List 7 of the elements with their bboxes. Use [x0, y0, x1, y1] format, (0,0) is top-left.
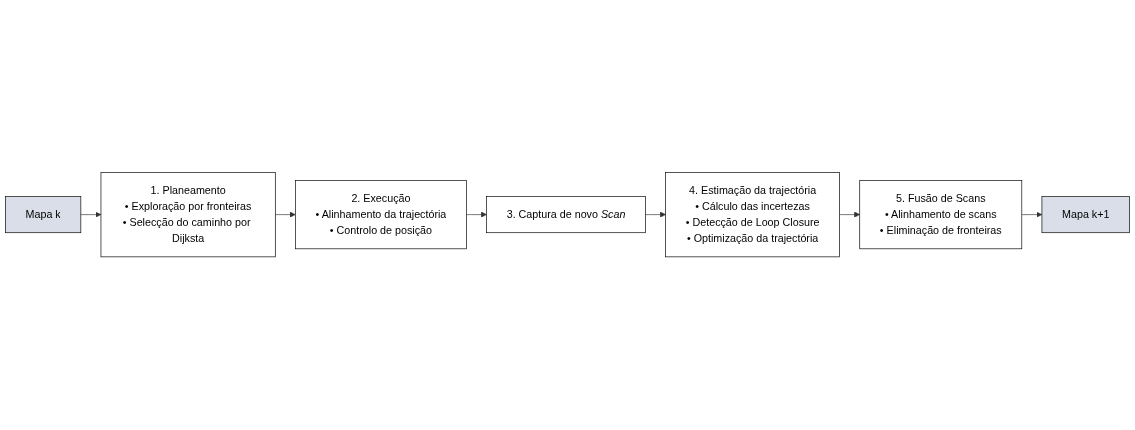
node-box: 1. Planeamento • Exploração por fronteiras • Selecção do caminho por Dijksta [100, 172, 276, 258]
node-box: Mapa k+1 [1041, 196, 1130, 234]
node-box: 5. Fusão de Scans • Alinhamento de scans • Eliminação de fronteiras [859, 180, 1023, 250]
node-box: 2. Execução • Alinhamento da trajectória • Controlo de posição [295, 180, 467, 250]
node-box: 3. Captura de novo Scan [486, 196, 646, 234]
node-box: Mapa k [5, 196, 82, 234]
node-box: 4. Estimação da trajectória • Cálculo das incertezas • Detecção de Loop Closure • Optimização da trajectória [665, 172, 840, 258]
